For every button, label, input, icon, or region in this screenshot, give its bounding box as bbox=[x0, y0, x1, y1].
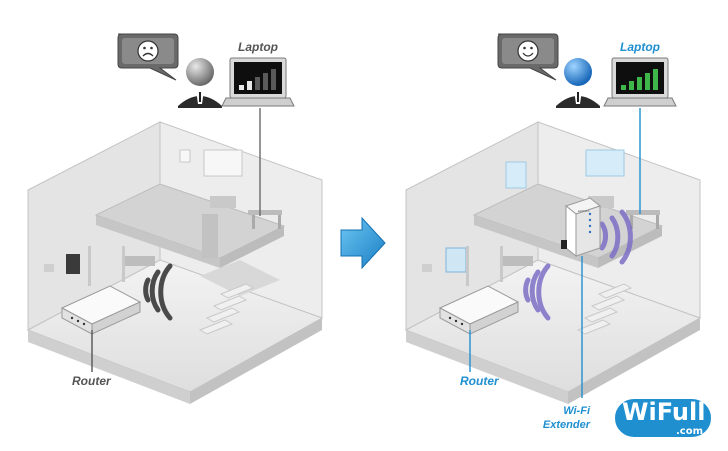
signal-waves-after bbox=[523, 209, 633, 321]
happy-face-icon bbox=[517, 40, 539, 62]
watermark-domain: .com bbox=[676, 426, 704, 437]
signal-bar bbox=[653, 69, 658, 90]
router-label-before: Router bbox=[72, 374, 111, 388]
signal-bar bbox=[637, 77, 642, 90]
signal-bar bbox=[239, 85, 244, 90]
signal-bar bbox=[255, 77, 260, 90]
person-before bbox=[178, 58, 222, 108]
staircase bbox=[198, 283, 255, 335]
laptop-label-after: Laptop bbox=[620, 40, 660, 54]
person-after bbox=[556, 58, 600, 108]
svg-text:EDIMAX: EDIMAX bbox=[578, 209, 590, 213]
laptop-after bbox=[603, 57, 677, 107]
signal-bar bbox=[263, 73, 268, 90]
signal-bar bbox=[629, 81, 634, 90]
extender-label-line1: Wi-Fi bbox=[563, 405, 590, 417]
laptop-label-before: Laptop bbox=[238, 40, 278, 54]
signal-bar bbox=[271, 69, 276, 90]
speech-bubble-before bbox=[117, 33, 179, 81]
sad-face-icon bbox=[137, 40, 159, 62]
right-arrow-icon bbox=[340, 216, 386, 270]
signal-bar bbox=[247, 81, 252, 90]
signal-bars-after bbox=[621, 69, 658, 90]
signal-bar bbox=[645, 73, 650, 90]
signal-waves-before bbox=[143, 263, 173, 321]
house-after bbox=[404, 121, 702, 404]
signal-bars-before bbox=[239, 69, 276, 90]
extender-label: Wi-Fi Extender bbox=[540, 404, 590, 432]
router-label-after: Router bbox=[460, 374, 499, 388]
extender-label-line2: Extender bbox=[542, 419, 590, 431]
house-before bbox=[26, 121, 324, 404]
laptop-before bbox=[221, 57, 295, 107]
wifi-extender: EDIMAX bbox=[561, 197, 602, 258]
router-after bbox=[438, 246, 520, 335]
watermark-logo bbox=[613, 397, 713, 439]
watermark-text: WiFull bbox=[622, 398, 706, 426]
signal-bar bbox=[621, 85, 626, 90]
speech-bubble-after bbox=[497, 33, 559, 81]
router-before bbox=[60, 246, 142, 335]
